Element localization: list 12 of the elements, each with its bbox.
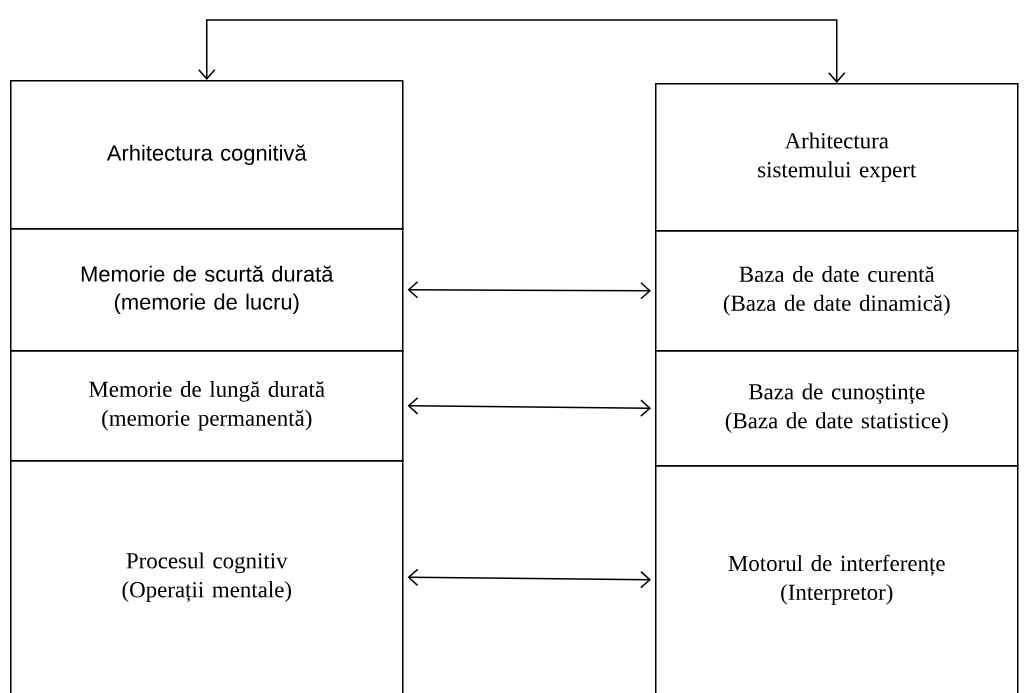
text-box: Baza de date curentă (Baza de date dinamică) [655,230,1019,352]
arrow [407,397,651,417]
arrow [407,281,651,300]
arrow [198,19,846,83]
text-box: Memorie de scurtă durată (memorie de lucru) [10,228,404,352]
text-box: Arhitectura cognitivă [10,80,404,230]
text-box: Procesul cognitiv (Operații mentale) [10,460,404,693]
text-box: Memorie de lungă durată (memorie permanentă) [10,350,404,462]
text-box: Arhitectura sistemului expert [655,83,1019,232]
text-box: Baza de cunoștințe (Baza de date statistice) [655,350,1019,467]
arrow [407,568,651,589]
text-box: Motorul de interferențe (Interpretor) [655,465,1019,693]
